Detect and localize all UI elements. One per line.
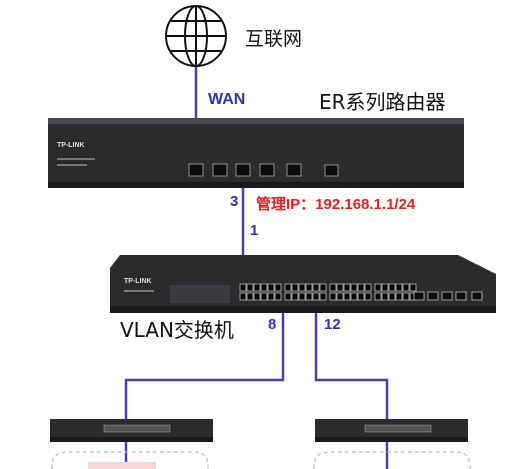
switch-port: [284, 292, 292, 301]
globe-icon: [165, 5, 227, 67]
management-ip-label: 管理IP：192.168.1.1/24: [256, 196, 416, 213]
switch-label: VLAN交换机: [120, 318, 234, 342]
switch-port: [260, 292, 268, 301]
switch-port: [402, 292, 410, 301]
switch-port: [274, 292, 282, 301]
router-ports: [188, 163, 339, 177]
router-device: TP-LINK: [48, 118, 464, 188]
port12-link: [314, 296, 389, 432]
switch-port: [260, 283, 268, 292]
switch-port: [267, 292, 275, 301]
switch-port: [291, 292, 299, 301]
switch-port: [239, 283, 247, 292]
switch-port: [374, 283, 382, 292]
port8-link: [124, 296, 285, 432]
router-label: ER系列路由器: [319, 90, 446, 114]
vlan-highlight: [88, 462, 156, 469]
switch-port: [284, 283, 292, 292]
switch-port: [343, 292, 351, 301]
switch-port: [364, 283, 372, 292]
switch-port: [343, 283, 351, 292]
switch-ports: [239, 283, 417, 301]
switch-port: [305, 283, 313, 292]
switch-port: [364, 292, 372, 301]
svg-text:TP-LINK: TP-LINK: [124, 278, 152, 285]
switch-device: TP-LINK: [110, 255, 496, 313]
switch-port: [336, 283, 344, 292]
switch-port: [312, 283, 320, 292]
internet-label: 互联网: [245, 28, 303, 50]
switch-port: [374, 292, 382, 301]
switch-port: [336, 292, 344, 301]
switch-port: [388, 292, 396, 301]
switch-port: [319, 283, 327, 292]
switch-port: [291, 283, 299, 292]
switch-port: [239, 292, 247, 301]
switch-port-12-label: 12: [324, 316, 341, 333]
switch-port: [350, 292, 358, 301]
switch-port: [298, 283, 306, 292]
switch-port: [357, 283, 365, 292]
switch-port: [409, 283, 417, 292]
switch-port: [329, 283, 337, 292]
switch-port-8-label: 8: [268, 316, 277, 333]
switch-port: [253, 283, 261, 292]
access-switch-right: [315, 419, 468, 442]
switch-port: [395, 283, 403, 292]
switch-port: [357, 292, 365, 301]
switch-port: [246, 292, 254, 301]
switch-port: [402, 283, 410, 292]
switch-sfp-ports: [413, 291, 483, 301]
switch-port: [381, 283, 389, 292]
switch-port: [253, 292, 261, 301]
switch-port: [388, 283, 396, 292]
switch-port: [329, 292, 337, 301]
switch-port: [305, 292, 313, 301]
switch-port: [274, 283, 282, 292]
vlan-areas: [51, 451, 471, 469]
switch-uplink-port-label: 1: [250, 222, 259, 239]
access-switch-left: [50, 419, 213, 442]
wan-label: WAN: [208, 91, 246, 108]
switch-port: [298, 292, 306, 301]
switch-port: [246, 283, 254, 292]
switch-port: [381, 292, 389, 301]
switch-port: [267, 283, 275, 292]
svg-text:TP-LINK: TP-LINK: [57, 142, 85, 149]
switch-port: [350, 283, 358, 292]
router-port-label: 3: [230, 193, 239, 210]
switch-port: [319, 292, 327, 301]
switch-port: [312, 292, 320, 301]
switch-port: [395, 292, 403, 301]
